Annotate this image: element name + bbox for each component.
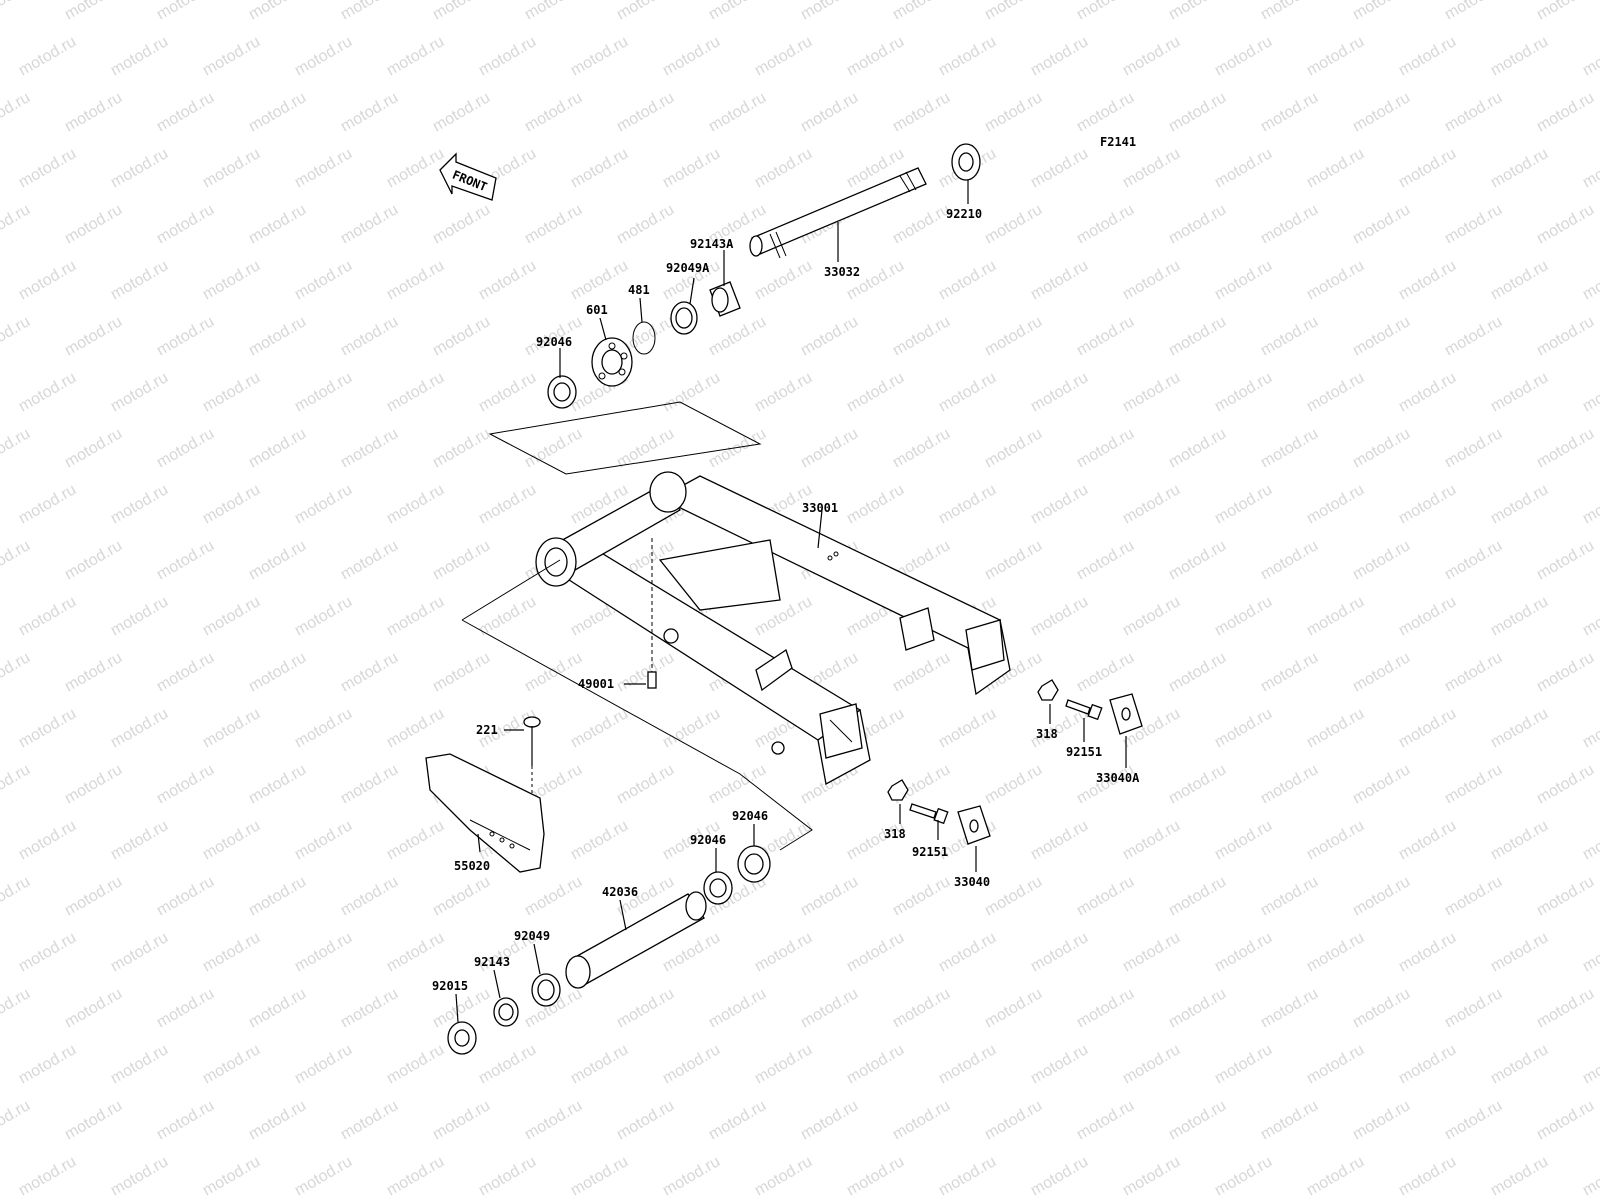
chain-adjuster-part-a[interactable] [1109,693,1143,735]
label-318-right: 318 [1036,727,1058,741]
label-42036: 42036 [602,885,638,899]
nut-part-right[interactable] [1037,679,1059,701]
label-33040A: 33040A [1096,771,1140,785]
oil-seal-part[interactable] [531,973,561,1007]
chain-guide-part[interactable] [425,753,545,873]
label-92046-b: 92046 [690,833,726,847]
label-92049A: 92049A [666,261,710,275]
needle-bearing-part-top[interactable] [547,375,577,409]
label-92143: 92143 [474,955,510,969]
front-arrow-icon: FRONT [439,152,497,201]
figure-code: F2141 [1100,135,1136,149]
label-33040: 33040 [954,875,990,889]
label-92046-top: 92046 [536,335,572,349]
label-55020: 55020 [454,859,490,873]
circlip-part[interactable] [632,321,656,355]
locknut-part[interactable] [951,143,981,181]
label-92015: 92015 [432,979,468,993]
label-92151-right: 92151 [1066,745,1102,759]
label-33032: 33032 [824,265,860,279]
label-92151-left: 92151 [912,845,948,859]
label-92049: 92049 [514,929,550,943]
collar-part[interactable] [493,997,519,1027]
ball-bearing-part[interactable] [591,337,633,387]
sleeve-part[interactable] [565,891,707,989]
label-92210: 92210 [946,207,982,221]
nut-part-left[interactable] [887,779,909,801]
screw-part[interactable] [523,716,541,798]
label-92046-a: 92046 [732,809,768,823]
pivot-shaft-part[interactable] [749,167,927,259]
label-481: 481 [628,283,650,297]
part-labels: 92210 33032 92143A 92049A 481 601 92046 … [432,207,1140,993]
label-221: 221 [476,723,498,737]
needle-bearing-part-a[interactable] [703,871,733,905]
install-bracket-upper [488,401,762,475]
label-33001: 33001 [802,501,838,515]
adjuster-bolt-part-left[interactable] [909,803,949,825]
leader-lines [455,180,1127,1023]
collar-part-a[interactable] [709,281,741,317]
label-601: 601 [586,303,608,317]
label-49001: 49001 [578,677,614,691]
needle-bearing-part-b[interactable] [737,845,771,883]
label-318-left: 318 [884,827,906,841]
swingarm-part[interactable] [535,471,1011,786]
nut-part-lower[interactable] [447,1021,477,1055]
oil-seal-part-a[interactable] [670,301,698,335]
adjuster-bolt-part-right[interactable] [1065,699,1103,721]
chain-adjuster-part[interactable] [957,805,991,845]
label-92143A: 92143A [690,237,734,251]
grease-nipple-part[interactable] [647,538,657,689]
install-bracket-lower [461,619,813,851]
